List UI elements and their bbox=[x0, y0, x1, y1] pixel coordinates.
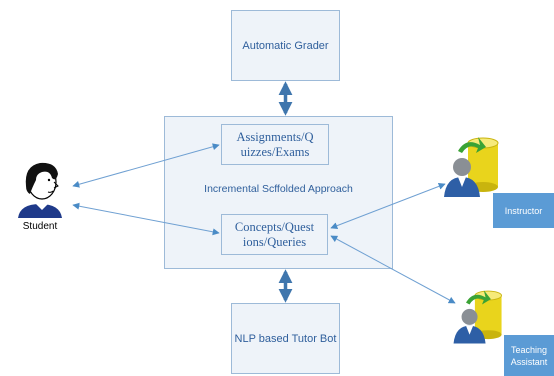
tutor-bot-label: NLP based Tutor Bot bbox=[234, 332, 337, 345]
concepts-label-line1: Concepts/Quest bbox=[234, 219, 315, 234]
concepts-box: Concepts/Quest ions/Queries bbox=[221, 214, 328, 255]
concepts-instructor-arrow bbox=[330, 183, 446, 229]
instructor-label-text: Instructor bbox=[504, 205, 543, 216]
student-concepts-arrow bbox=[72, 202, 220, 236]
concepts-label-line2: ions/Queries bbox=[242, 234, 307, 249]
automatic-grader-label: Automatic Grader bbox=[242, 39, 329, 52]
teaching-assistant-label-line1: Teaching bbox=[510, 344, 548, 355]
assignments-label-line1: Assignments/Q bbox=[236, 129, 314, 144]
teaching-assistant-label-line2: Assistant bbox=[510, 356, 548, 367]
assignments-box: Assignments/Q uizzes/Exams bbox=[221, 124, 329, 165]
tutor-bot-box: NLP based Tutor Bot bbox=[231, 303, 340, 374]
teaching-assistant-user-icon bbox=[453, 290, 502, 344]
student-assignments-arrow bbox=[72, 143, 220, 188]
teaching-assistant-label: Teaching Assistant bbox=[504, 335, 554, 376]
concepts-ta-arrow bbox=[330, 235, 456, 304]
student-face-icon bbox=[18, 162, 62, 218]
assignments-label-line2: uizzes/Exams bbox=[240, 144, 310, 159]
student-label: Student bbox=[22, 221, 58, 232]
instructor-user-icon bbox=[444, 137, 499, 197]
container-title: Incremental Scffolded Approach bbox=[204, 183, 353, 195]
instructor-label: Instructor bbox=[493, 193, 554, 228]
automatic-grader-box: Automatic Grader bbox=[231, 10, 340, 81]
